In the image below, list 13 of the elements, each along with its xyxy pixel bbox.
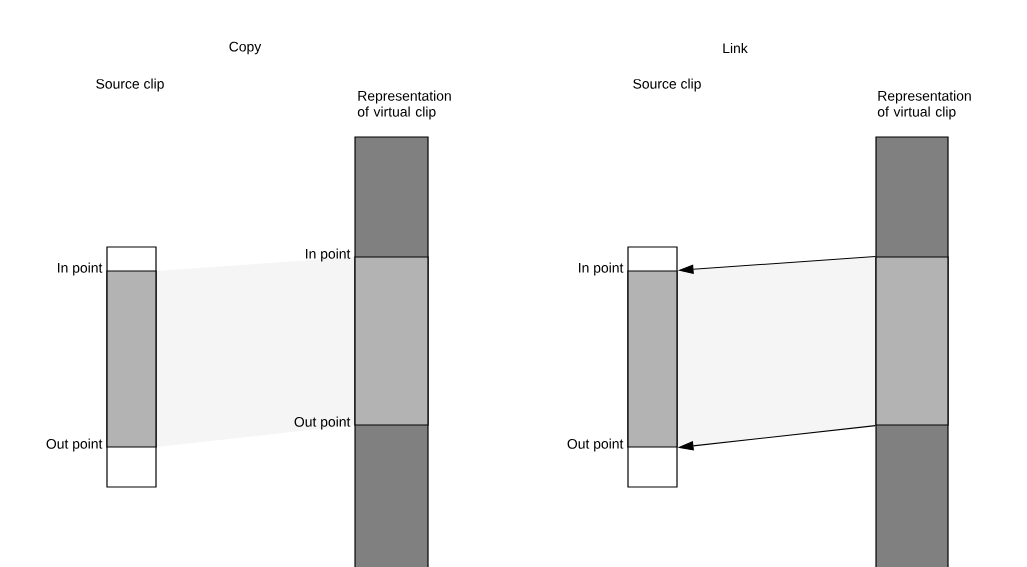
point-label: In point [579,262,624,276]
clip-segment [875,256,949,426]
point-label: Out point [46,438,103,452]
panel-title: Copy [229,41,262,55]
panel-title: Link [723,42,748,54]
point-label: In point [58,262,103,276]
column-heading: Source clip [633,78,701,92]
point-label: In point [306,248,351,262]
point-label: Out point [567,438,624,452]
column-heading: Representation of virtual clip [357,90,451,120]
point-label: Out point [294,416,351,430]
column-heading: Source clip [96,78,164,92]
column-heading: Representation of virtual clip [877,90,971,120]
